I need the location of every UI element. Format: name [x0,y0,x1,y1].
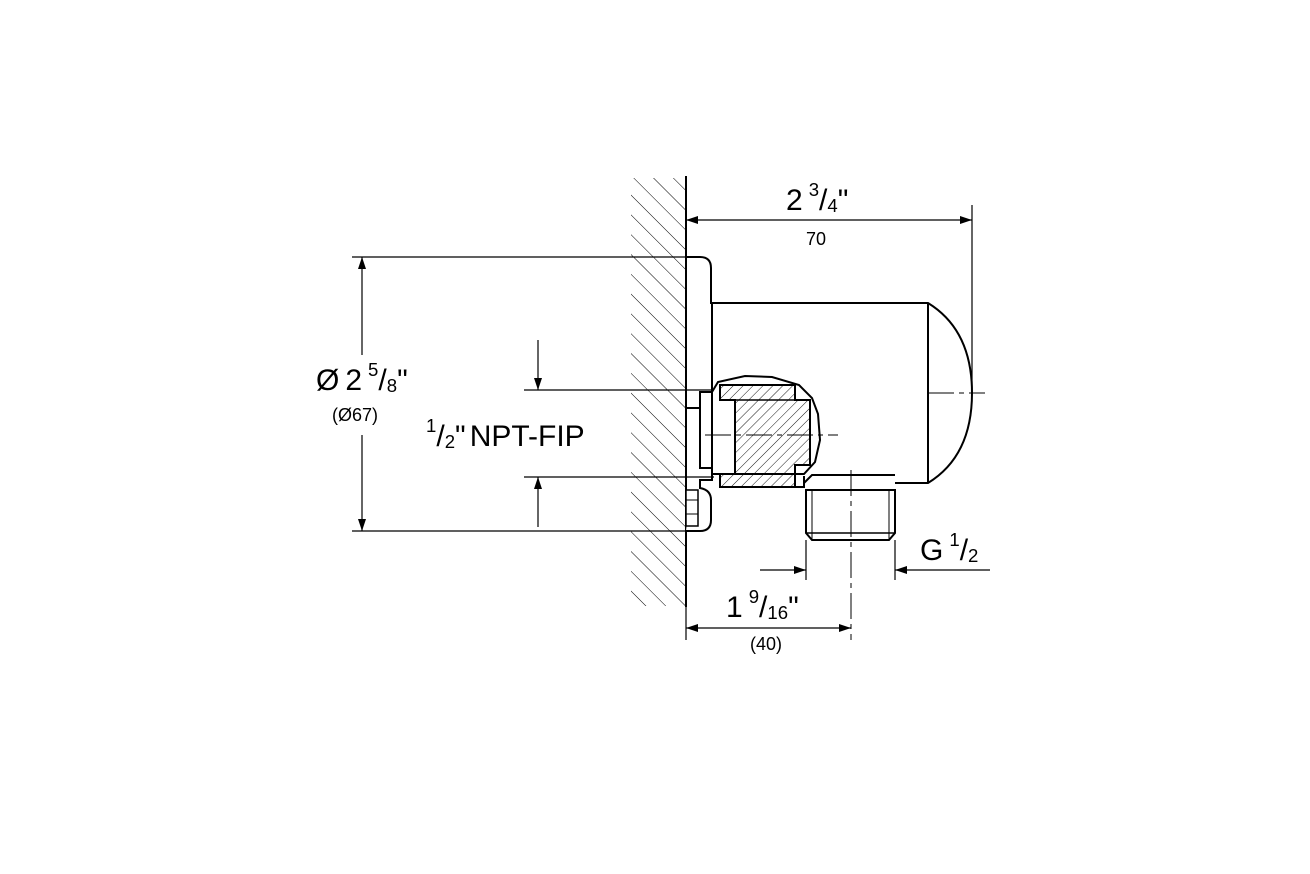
inlet-thread-label: 1/2"NPT-FIP [426,415,585,453]
dimension-width [686,205,973,393]
dimension-outlet-thread [760,540,990,580]
offset-whole: 1 [726,591,743,624]
dimension-inlet [524,340,714,527]
outlet-thread-numerator: 1 [949,529,960,551]
diameter-numerator: 5 [368,359,379,381]
diameter-mm-label: (Ø67) [332,405,379,425]
offset-mm-label: (40) [750,634,783,654]
dimension-outlet-offset [685,607,851,640]
width-denominator: 4 [827,194,838,216]
outlet-thread-denominator: 2 [968,544,979,566]
diameter-whole: 2 [345,364,363,397]
elbow-body [711,302,974,484]
inlet-unit: " [455,420,466,453]
offset-unit: " [788,591,799,624]
width-unit: " [837,184,849,217]
diameter-symbol: Ø [316,364,340,397]
inlet-numerator: 1 [426,415,437,437]
inlet-cutaway [711,374,822,488]
wall [631,176,687,607]
diameter-denominator: 8 [386,374,398,396]
width-whole: 2 [786,184,803,217]
diameter-unit: " [397,364,408,397]
wall-hatching [631,178,686,606]
inlet-denominator: 2 [444,430,456,452]
width-mm-label: 70 [806,229,827,249]
offset-denominator: 16 [767,601,789,623]
dimension-diameter [352,256,700,532]
inlet-type: NPT-FIP [469,420,585,453]
rosette-flange [685,256,713,532]
center-lines [705,392,985,640]
offset-numerator: 9 [748,586,760,608]
outlet-thread-prefix: G [920,534,944,567]
width-numerator: 3 [808,179,820,201]
